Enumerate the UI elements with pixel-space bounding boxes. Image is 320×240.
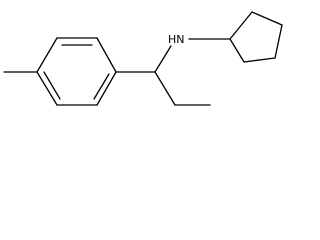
cyclopentane-ring xyxy=(229,11,283,63)
benzene-ring xyxy=(36,37,117,106)
carbon-nitrogen-bond xyxy=(154,45,172,73)
ring-double-bond-right xyxy=(93,73,110,100)
ring-bond-1 xyxy=(36,37,58,73)
cyclopentane-bond-4 xyxy=(251,11,283,26)
canvas-background xyxy=(0,0,287,109)
cyclopentane-bond-2 xyxy=(243,57,276,63)
ring-bond-3 xyxy=(96,37,117,73)
amine-label: HN xyxy=(168,33,185,46)
ring-double-bond-left xyxy=(43,71,61,100)
ring-bond-6 xyxy=(36,71,58,106)
cyclopentane-bond-1 xyxy=(229,38,245,63)
cyclopentane-bond-5 xyxy=(229,11,253,40)
cyclopentane-bond-3 xyxy=(274,24,283,59)
ring-bond-4 xyxy=(96,71,117,106)
ethyl-bond-1 xyxy=(154,71,176,106)
chemical-structure: HN xyxy=(0,0,287,109)
